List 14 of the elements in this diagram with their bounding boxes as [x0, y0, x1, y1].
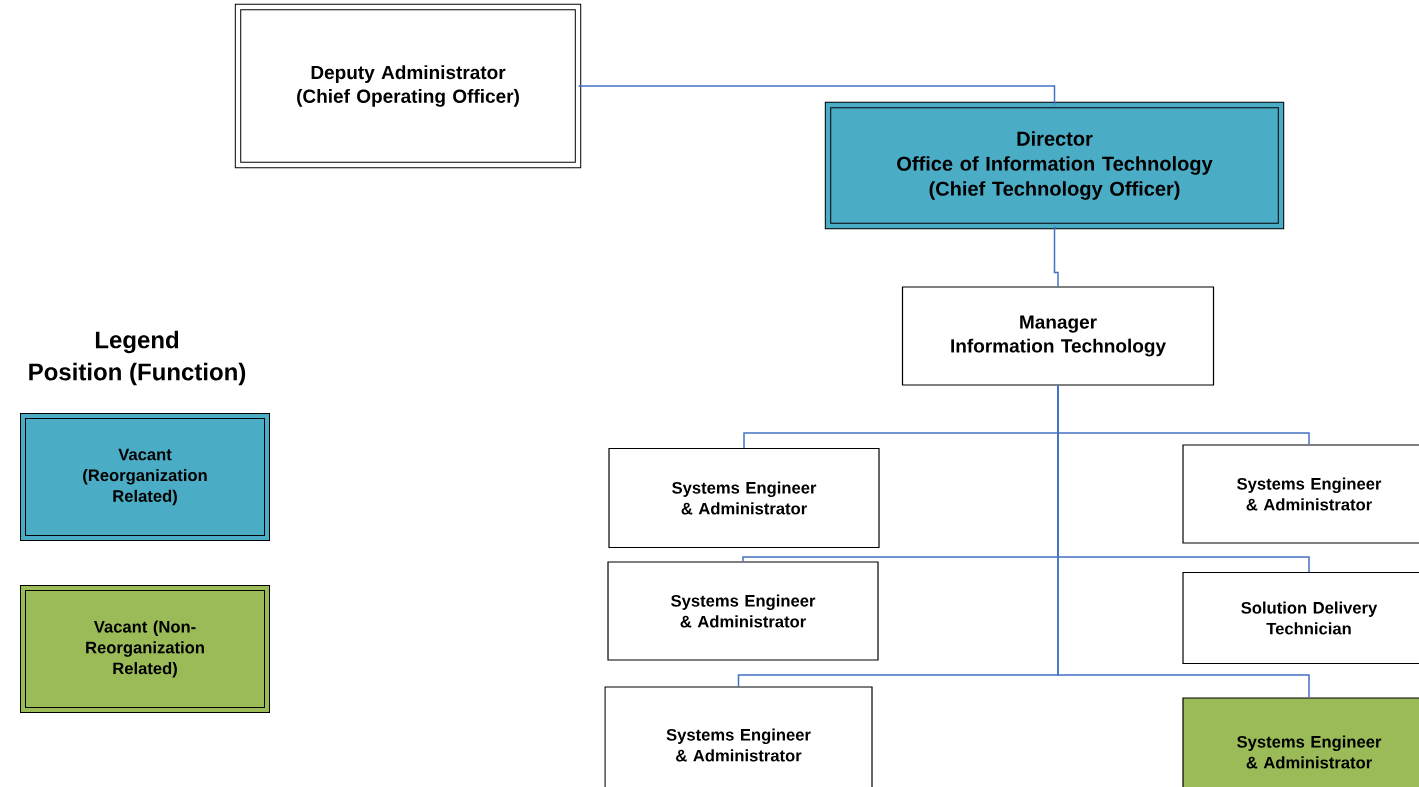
connector-line: [577, 85, 1056, 106]
connector-line: [1057, 384, 1310, 699]
position-box: Deputy Administrator (Chief Operating Officer): [234, 3, 582, 169]
connector-line: [1053, 225, 1059, 288]
legend-heading: Position (Function): [29, 362, 246, 386]
position-box: Systems Engineer & Administrator: [608, 447, 880, 549]
position-box: Director Office of Information Technology (Chief Technology Officer): [824, 101, 1285, 230]
position-box: Systems Engineer & Administrator: [1182, 697, 1419, 787]
position-box: Manager Information Technology: [901, 286, 1215, 386]
position-box: Systems Engineer & Administrator: [1182, 444, 1419, 544]
position-box: Systems Engineer & Administrator: [604, 686, 873, 787]
position-box: Systems Engineer & Administrator: [607, 561, 879, 661]
legend-heading: Legend: [95, 330, 179, 354]
position-box: Solution Delivery Technician: [1182, 571, 1419, 665]
